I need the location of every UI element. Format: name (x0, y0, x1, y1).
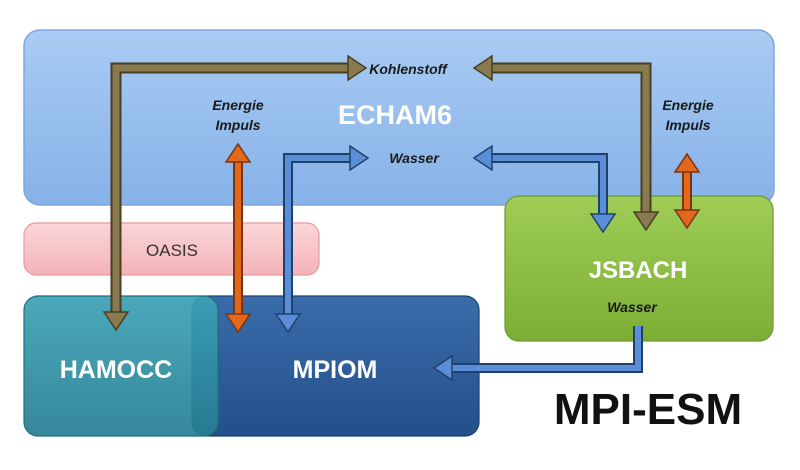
energie-left-label: Energie (212, 97, 264, 113)
oasis-box (23, 222, 320, 276)
energie-right-label: Energie (662, 97, 714, 113)
carbon-arrows (102, 54, 660, 332)
jsbach-water-label: Wasser (607, 299, 658, 315)
mpiom-label: MPIOM (293, 356, 378, 384)
diagram-title: MPI-ESM (554, 385, 742, 434)
jsbach-label: JSBACH (589, 257, 688, 284)
wasser-atm-label: Wasser (389, 150, 440, 166)
impuls-right-label: Impuls (665, 117, 710, 133)
carbon-arrowhead-left (472, 54, 493, 82)
impuls-left-label: Impuls (215, 117, 260, 133)
carbon-arrowhead-jsbach (632, 211, 660, 232)
water-arrows (274, 144, 643, 382)
oasis-label: OASIS (146, 241, 198, 260)
energy-arrows (224, 142, 701, 334)
kohlenstoff-label: Kohlenstoff (369, 61, 448, 77)
carbon-arrowhead-right (347, 54, 368, 82)
carbon-arrowhead-down (102, 311, 130, 332)
hamocc-label: HAMOCC (60, 356, 173, 384)
echam-label: ECHAM6 (338, 100, 452, 130)
